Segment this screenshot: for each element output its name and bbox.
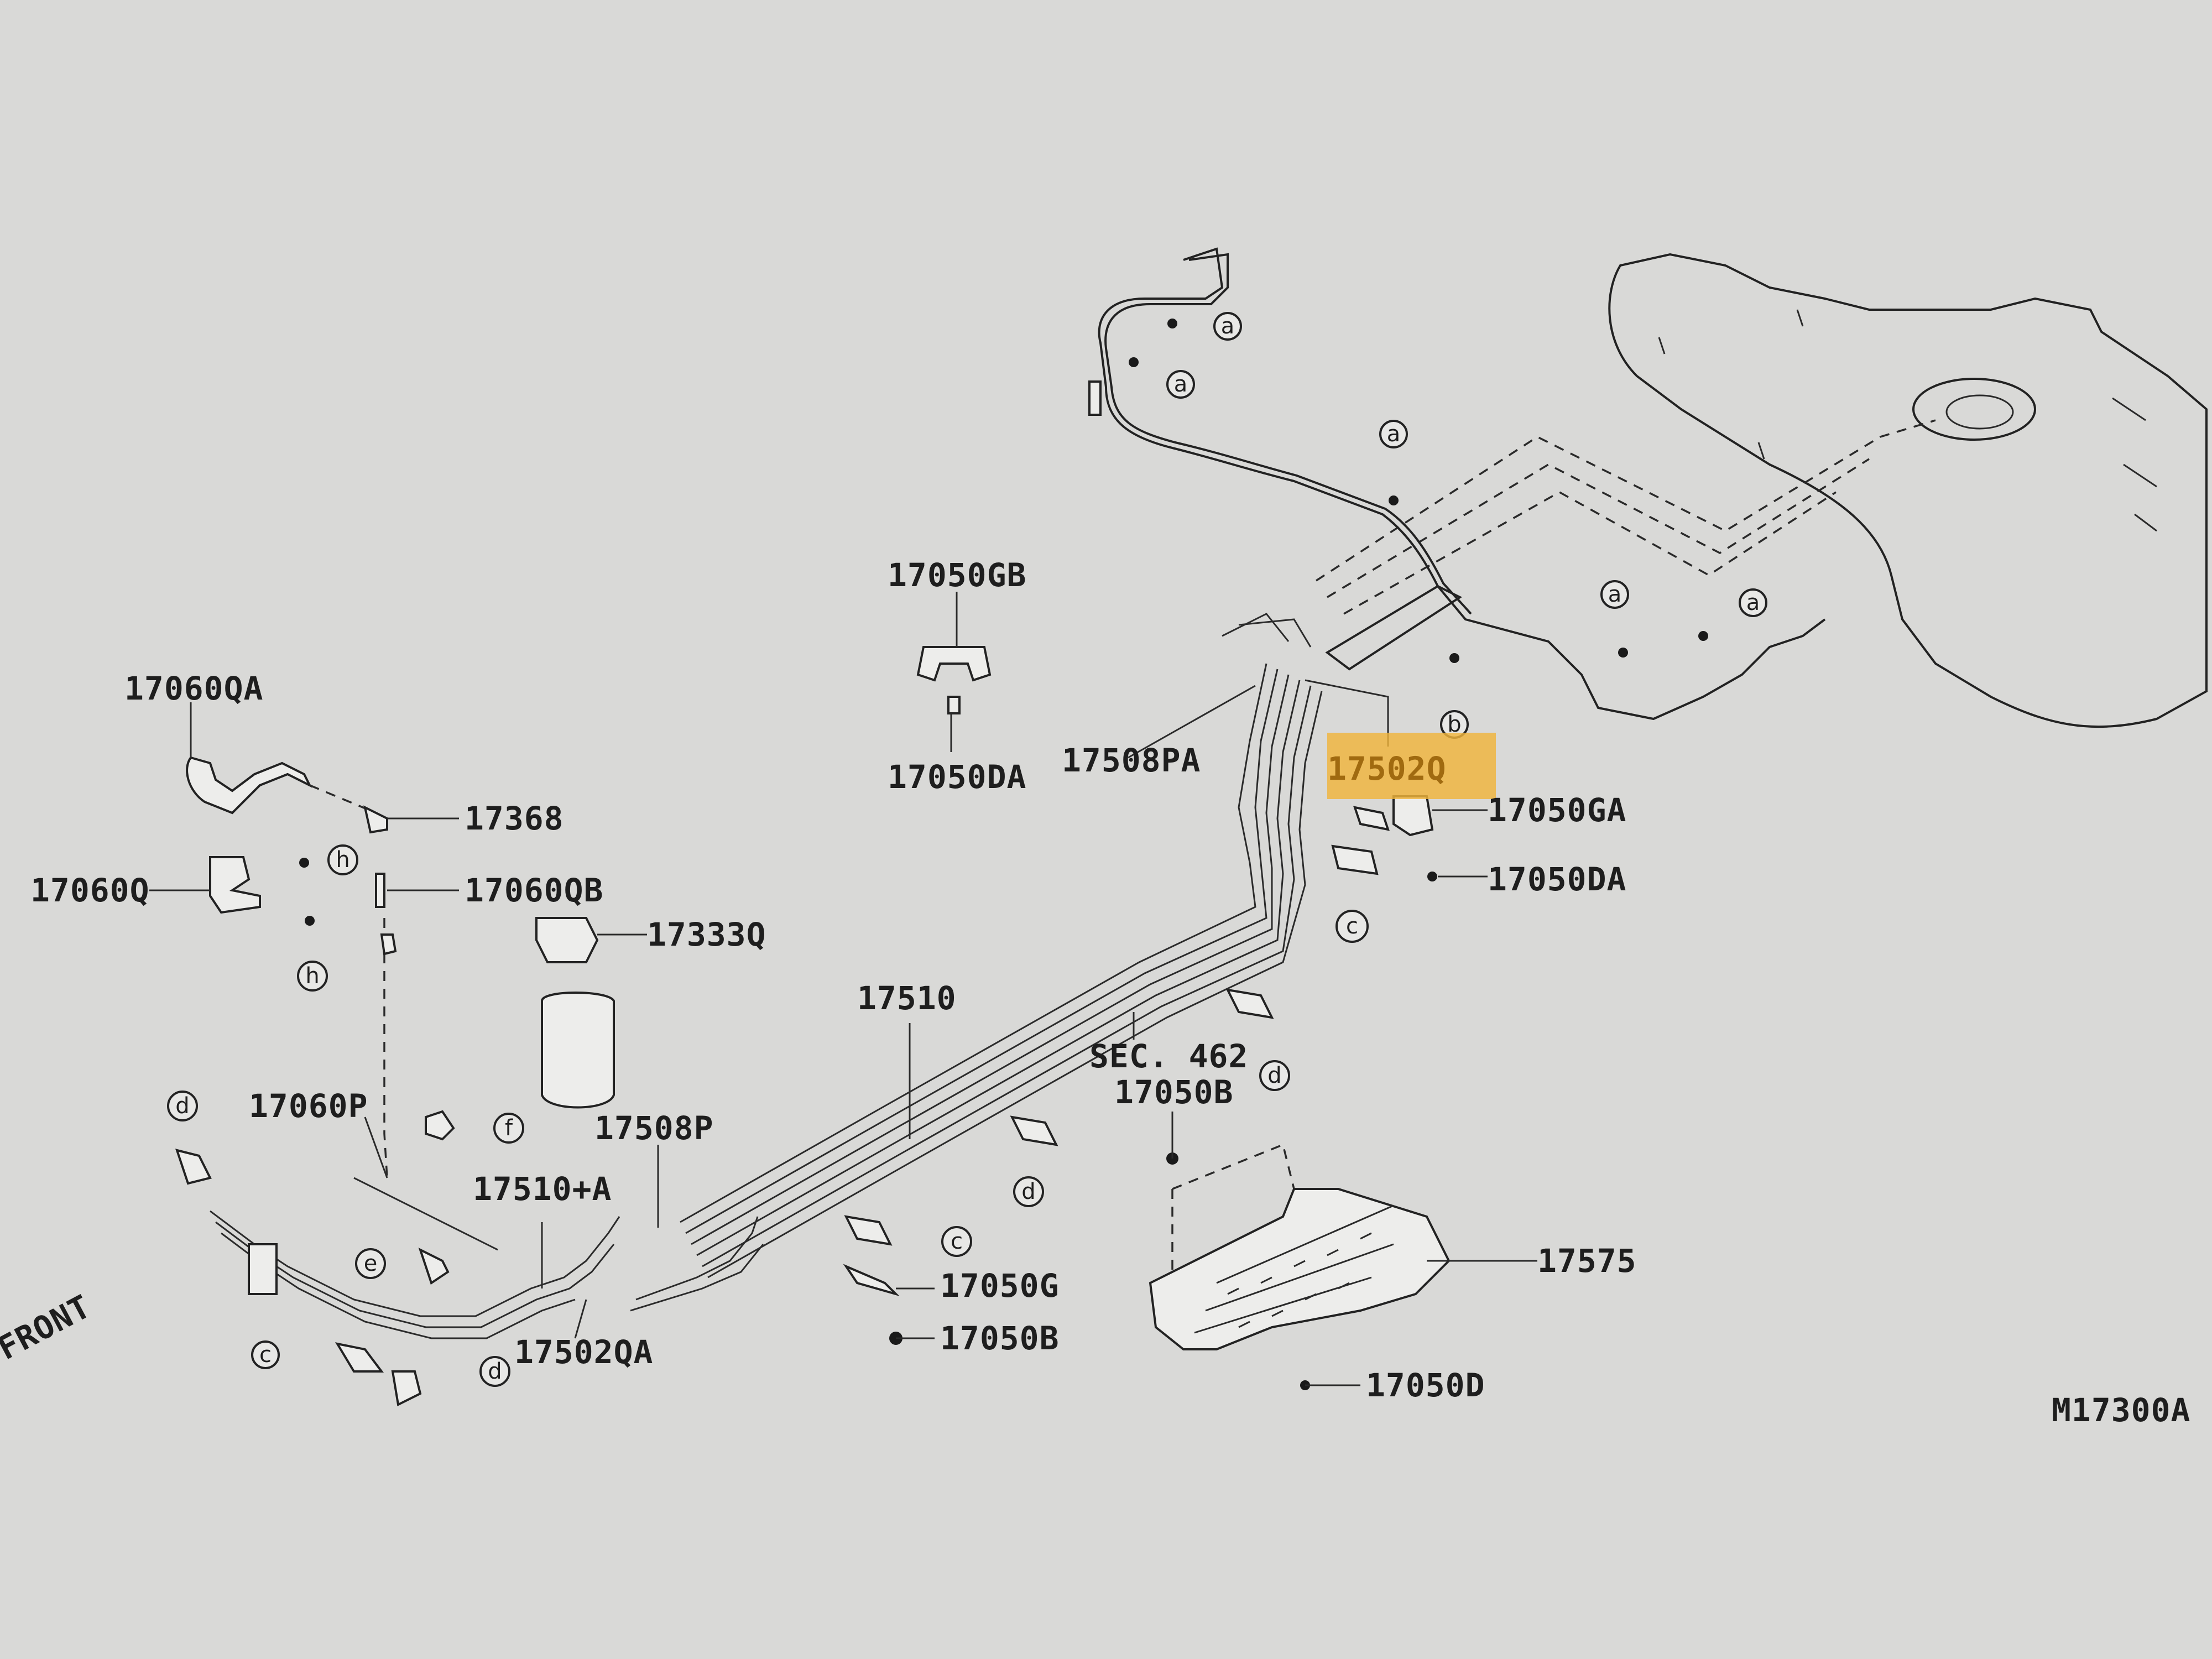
dashed-guides-tank [1316, 419, 1936, 615]
callout-circle [297, 961, 328, 992]
label-17060Q: 17060Q [30, 872, 150, 909]
callout-circle [479, 1356, 510, 1387]
callout-letter: a [1174, 372, 1188, 397]
label-17050DA-right: 17050DA [1488, 860, 1626, 898]
label-17508PA: 17508PA [1062, 742, 1201, 779]
callout-circle [355, 1248, 386, 1279]
callout-letter: f [505, 1115, 513, 1141]
callout-letter: a [1221, 314, 1235, 339]
leader-lines [149, 592, 1537, 1386]
callout-letter: h [305, 963, 319, 989]
callout-letter: e [364, 1251, 378, 1276]
callout-circle [1213, 312, 1242, 341]
lower-left-pipes [210, 1177, 764, 1339]
label-17502Q: 17502Q [1327, 750, 1447, 787]
figure-code: M17300A [2052, 1391, 2190, 1429]
callout-letter: d [1267, 1063, 1281, 1088]
callout-circle [1166, 370, 1195, 399]
callout-letter: d [488, 1359, 502, 1384]
callout-circle [1335, 910, 1369, 943]
label-17060P: 17060P [249, 1087, 368, 1125]
label-17050G: 17050G [940, 1267, 1060, 1305]
label-17575: 17575 [1537, 1242, 1637, 1280]
label-17510A: 17510+A [473, 1170, 612, 1208]
label-17502QA: 17502QA [514, 1333, 653, 1371]
callout-letter: a [1387, 421, 1401, 447]
callout-circle [1739, 588, 1767, 617]
part-labels: 17060QA 17368 17060Q 17060QB 17333Q 1706… [0, 556, 2190, 1429]
callout-symbols: a a a a a b c d d c f d e c d h h [167, 312, 1767, 1387]
callout-circle [251, 1340, 280, 1369]
main-fuel-pipes [680, 613, 1323, 1279]
label-17050DA-left: 17050DA [888, 758, 1026, 796]
callout-circle [167, 1091, 198, 1121]
callout-circle [1600, 580, 1629, 609]
callout-circle [1259, 1060, 1290, 1091]
callout-circle [1013, 1176, 1044, 1207]
left-parts-cluster [175, 756, 615, 1406]
label-17050GA: 17050GA [1488, 791, 1626, 829]
label-front: FRONT [0, 1287, 97, 1367]
callout-letter: c [1346, 914, 1358, 939]
label-17333Q: 17333Q [647, 916, 766, 953]
label-17368: 17368 [465, 800, 564, 837]
highlight-box [1327, 733, 1496, 799]
label-17508P: 17508P [594, 1109, 714, 1147]
callout-circle [327, 844, 358, 875]
callout-letter: c [259, 1342, 272, 1368]
fastener-dots [299, 319, 1708, 1390]
callout-letter: a [1608, 582, 1622, 607]
upper-fuel-pipe [1088, 247, 1826, 721]
bracket-parts [843, 646, 1434, 1297]
label-17050B-top: 17050B [1114, 1073, 1234, 1111]
callout-letter: h [336, 847, 349, 873]
label-17050GB: 17050GB [888, 556, 1026, 594]
label-17060QA: 17060QA [124, 670, 263, 707]
callout-letter: a [1746, 590, 1760, 615]
label-sec-462: SEC. 462 [1089, 1037, 1248, 1075]
label-17510: 17510 [857, 979, 957, 1017]
callout-letter: d [175, 1093, 189, 1119]
label-17050B-bottom: 17050B [940, 1319, 1060, 1357]
fuel-tank [1608, 253, 2208, 728]
callout-circle [941, 1226, 972, 1257]
callout-circle [493, 1113, 524, 1144]
under-shield-plate [1149, 1143, 1451, 1350]
label-17060QB: 17060QB [465, 872, 603, 909]
callout-circle [1379, 420, 1408, 448]
callout-letter: d [1021, 1179, 1035, 1204]
label-17050D: 17050D [1366, 1366, 1485, 1404]
callout-letter: c [951, 1229, 963, 1254]
